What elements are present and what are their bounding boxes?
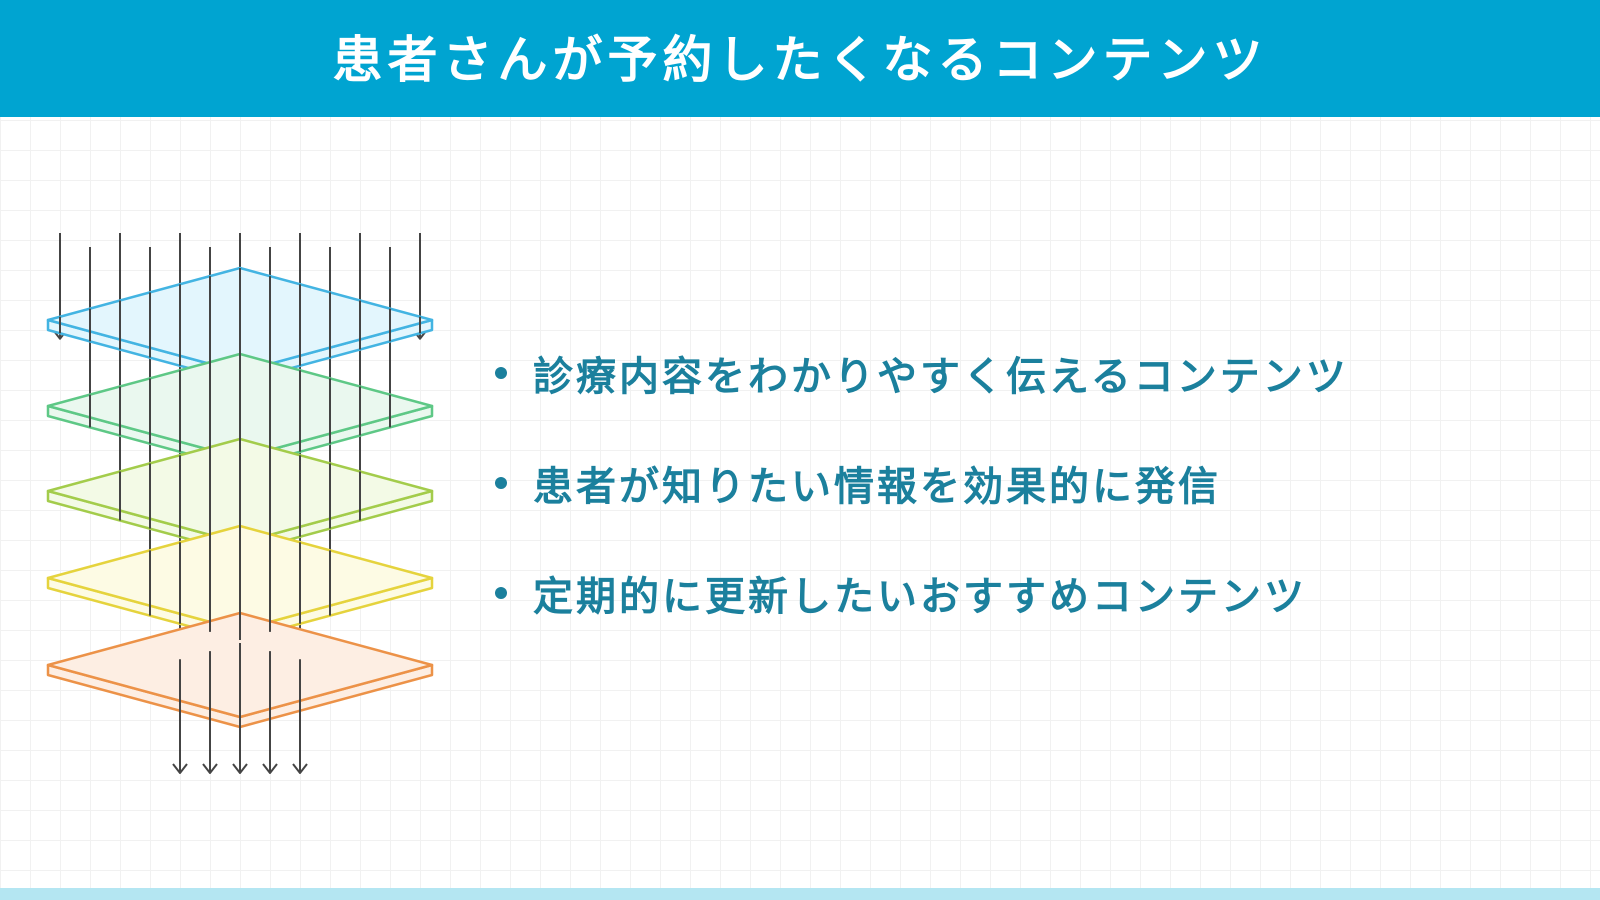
bullet-text: 診療内容をわかりやすく伝えるコンテンツ [533,354,1349,400]
bullet-dot-icon [495,587,507,599]
bullet-text: 定期的に更新したいおすすめコンテンツ [533,574,1307,620]
down-arrow-icon [172,659,188,774]
page-title: 患者さんが予約したくなるコンテンツ [332,30,1268,89]
header-banner: 患者さんが予約したくなるコンテンツ [0,0,1600,117]
bullet-list: 診療内容をわかりやすく伝えるコンテンツ 患者が知りたい情報を効果的に発信 定期的… [495,318,1575,648]
filter-layers-diagram [30,225,470,805]
down-arrow-icon [292,659,308,774]
bullet-item: 診療内容をわかりやすく伝えるコンテンツ [495,318,1575,428]
down-arrow-icon [202,651,218,774]
bullet-dot-icon [495,477,507,489]
down-arrow-icon [262,651,278,774]
filter-layers-svg [46,233,434,774]
bullet-item: 患者が知りたい情報を効果的に発信 [495,428,1575,538]
footer-stripe [0,888,1600,900]
bullet-text: 患者が知りたい情報を効果的に発信 [533,464,1221,510]
bullet-dot-icon [495,367,507,379]
down-arrow-icon [232,643,248,774]
bullet-item: 定期的に更新したいおすすめコンテンツ [495,538,1575,648]
